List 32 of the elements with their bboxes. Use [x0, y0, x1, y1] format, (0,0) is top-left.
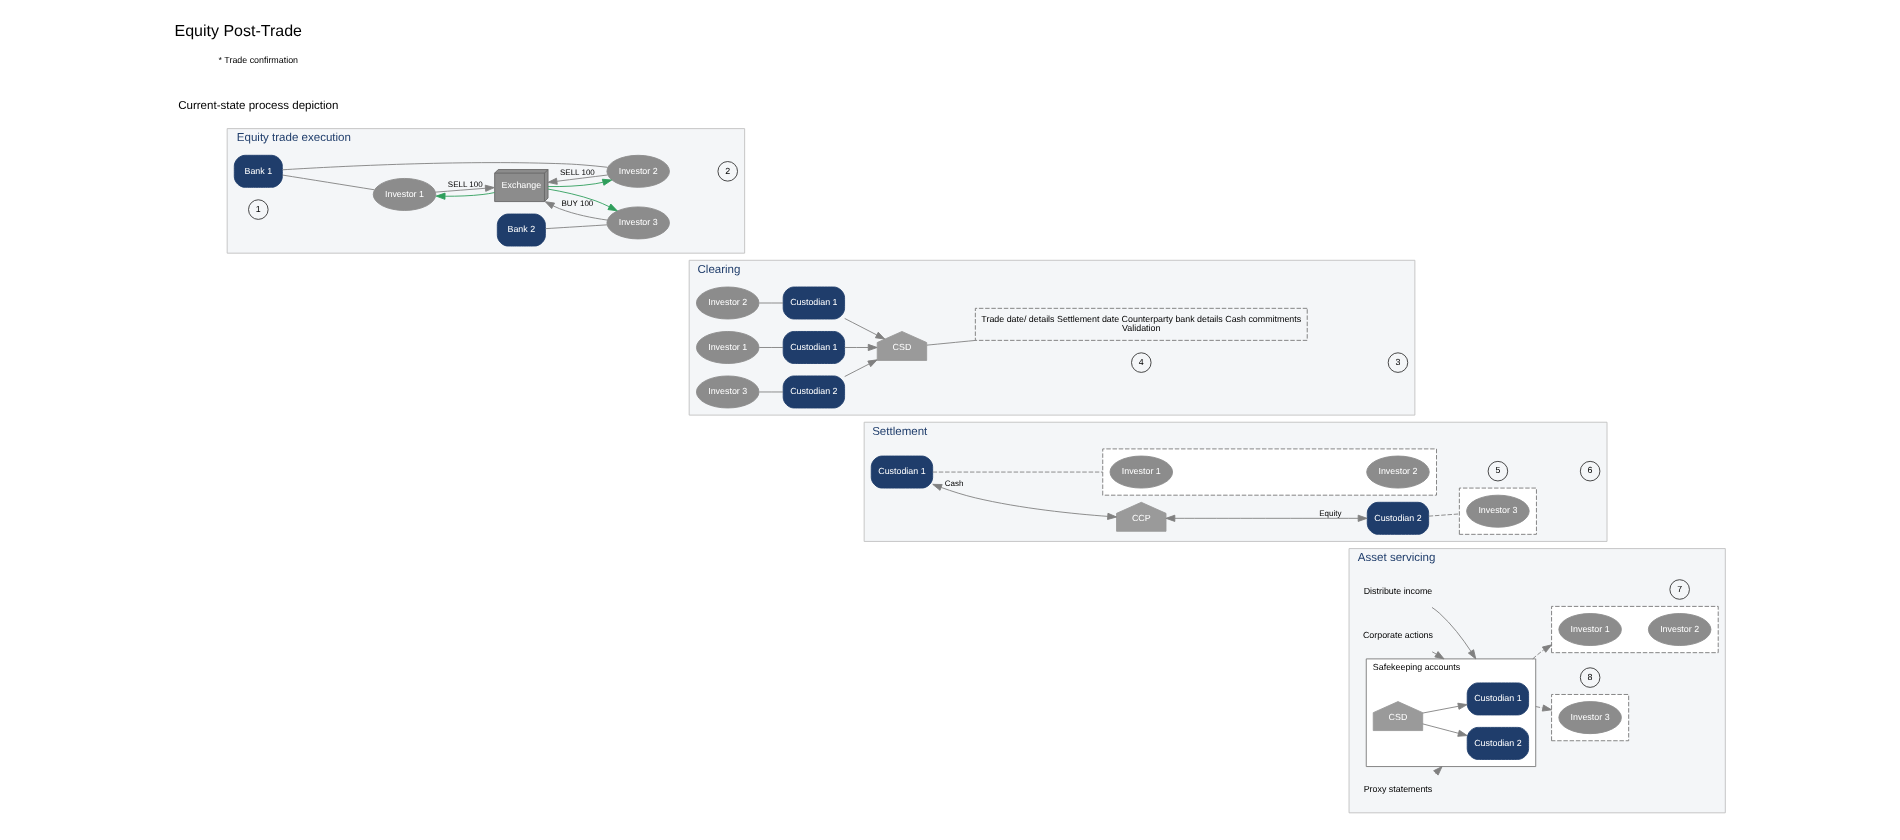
cluster: [1458, 487, 1537, 535]
arrow: [1431, 606, 1477, 660]
arrow: [844, 343, 878, 352]
arrow: [547, 178, 613, 188]
arrow: [844, 359, 878, 377]
arrow: [547, 188, 618, 212]
arrow: [1422, 723, 1468, 737]
arrow: [1433, 766, 1443, 776]
connector: [932, 471, 1104, 473]
arrow: [1431, 651, 1445, 660]
connector: [1428, 513, 1460, 517]
arrow: [435, 192, 495, 200]
connector: [758, 391, 784, 393]
arrow: [844, 318, 886, 340]
arrow: [544, 201, 608, 221]
connector: [758, 347, 784, 348]
connector: [545, 224, 608, 230]
connector: [281, 162, 609, 171]
arrow: [435, 184, 495, 193]
diagram-title: Equity Post-Trade: [174, 22, 303, 41]
arrow: [1422, 702, 1468, 714]
arrow: [932, 483, 1118, 520]
arrow: [1535, 704, 1553, 712]
arrow: [1532, 644, 1553, 660]
cluster: [1551, 694, 1630, 742]
connector: [758, 302, 784, 304]
connector: [281, 174, 375, 191]
cluster: [1551, 605, 1719, 654]
arrow: [547, 174, 608, 185]
arrow: [1165, 514, 1368, 522]
connector: [926, 339, 977, 346]
cluster: [1102, 448, 1437, 496]
